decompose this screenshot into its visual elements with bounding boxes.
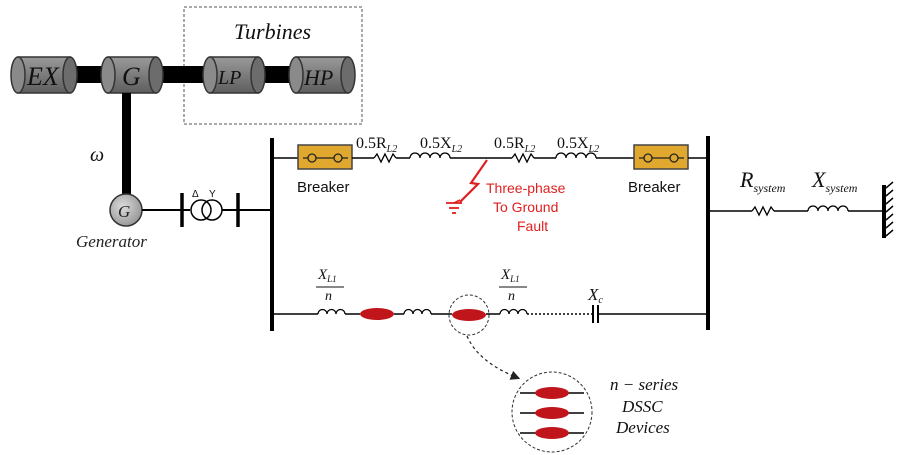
- label-r-system-main: R: [739, 167, 754, 192]
- label-r-system: Rsystem: [739, 167, 786, 195]
- label-x2-coef: 0.5X: [557, 135, 589, 152]
- label-xl1-right-num-sub: L1: [509, 274, 520, 284]
- generator-symbol-label: G: [118, 202, 130, 221]
- label-x1-sub: L2: [451, 144, 463, 155]
- label-xl1-left-num-sub: L1: [326, 274, 337, 284]
- fault-line3: Fault: [517, 218, 548, 234]
- shaft-ex-g: [68, 66, 110, 83]
- label-x1: 0.5XL2: [420, 135, 462, 155]
- exciter-cylinder: EX: [10, 56, 78, 94]
- dssc-device-1: [360, 308, 394, 320]
- inductor-system: [807, 205, 849, 212]
- dssc-highlight-circle: [448, 294, 490, 336]
- transformer-wye: Y: [209, 189, 216, 200]
- infinite-bus-ground-icon: [882, 181, 894, 238]
- resistor-r1: [373, 152, 397, 164]
- label-xl1-right-num: XL1: [500, 267, 520, 284]
- dssc-detail-devices: [520, 387, 584, 439]
- omega-label: ω: [90, 144, 104, 166]
- label-xc: Xc: [587, 285, 603, 306]
- inductor-xl1-left: [317, 308, 346, 315]
- resistor-r2: [511, 152, 535, 164]
- label-xl1-left-num-main: X: [317, 267, 328, 283]
- label-r2-coef: 0.5R: [494, 135, 525, 152]
- shaft-vertical: [122, 93, 131, 194]
- shaft-lp-hp: [258, 66, 298, 83]
- ground-icon: [446, 199, 462, 214]
- resistor-system: [751, 205, 775, 217]
- dssc-device-2: [452, 309, 486, 321]
- breaker-right-label: Breaker: [628, 179, 681, 196]
- inductor-xl1-right: [499, 308, 528, 315]
- label-xl1-right-den: n: [508, 289, 515, 304]
- fault-line1: Three-phase: [486, 180, 566, 196]
- label-xl1-left-den: n: [325, 289, 332, 304]
- inductor-mid: [403, 308, 432, 315]
- label-xl1-right-num-main: X: [500, 267, 511, 283]
- ex-label: EX: [26, 62, 60, 91]
- breaker-left-label: Breaker: [297, 179, 350, 196]
- label-r2-sub: L2: [524, 144, 536, 155]
- dssc-line1: n − series: [610, 375, 679, 394]
- fault-bolt-icon: [459, 159, 488, 203]
- label-x-system: Xsystem: [811, 167, 858, 195]
- lp-turbine-cylinder: LP: [202, 56, 266, 94]
- label-x1-coef: 0.5X: [420, 135, 452, 152]
- dssc-detail-circle: [511, 371, 593, 453]
- label-x2-sub: L2: [588, 144, 600, 155]
- turbines-label: Turbines: [234, 19, 311, 44]
- shaft-g-lp: [156, 66, 212, 83]
- dssc-callout-arrow: [466, 335, 521, 380]
- dssc-line3: Devices: [615, 418, 670, 437]
- capacitor-xc: [592, 305, 599, 323]
- fault-line2: To Ground: [493, 199, 558, 215]
- generator-cylinder: G: [100, 56, 164, 94]
- inductor-x1: [409, 152, 451, 159]
- label-xc-sub: c: [598, 295, 603, 306]
- label-r2: 0.5RL2: [494, 135, 535, 155]
- label-r1: 0.5RL2: [356, 135, 397, 155]
- breaker-right: [633, 144, 689, 170]
- hp-turbine-cylinder: HP: [288, 56, 356, 94]
- label-x2: 0.5XL2: [557, 135, 599, 155]
- label-r-system-sub: system: [753, 181, 785, 195]
- label-xc-main: X: [587, 285, 599, 304]
- label-xl1-left-num: XL1: [317, 267, 337, 284]
- label-r1-sub: L2: [386, 144, 398, 155]
- label-r1-coef: 0.5R: [356, 135, 387, 152]
- turbines-box: [183, 6, 363, 125]
- generator-label: Generator: [76, 232, 147, 251]
- g-label: G: [122, 62, 141, 91]
- hp-label: HP: [303, 65, 333, 90]
- label-x-system-sub: system: [825, 181, 857, 195]
- inductor-x2: [555, 152, 597, 159]
- breaker-left: [297, 144, 353, 170]
- lp-label: LP: [217, 67, 241, 89]
- transformer-delta: Δ: [192, 189, 199, 200]
- transformer-symbol: [190, 199, 223, 221]
- label-x-system-main: X: [811, 167, 827, 192]
- dssc-line2: DSSC: [621, 397, 663, 416]
